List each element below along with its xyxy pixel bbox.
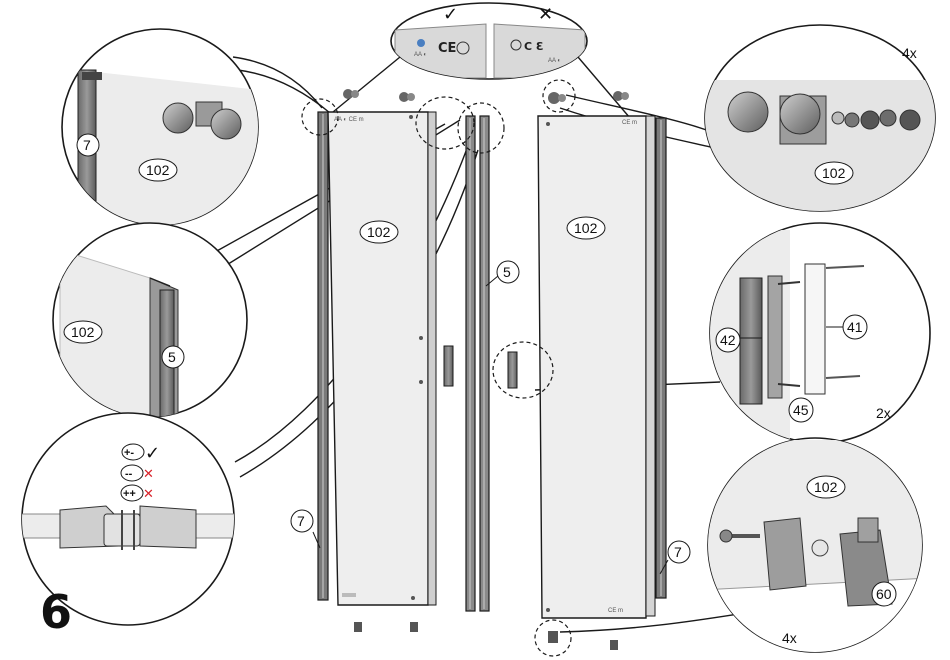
svg-text:C Ɛ: C Ɛ — [524, 40, 544, 53]
polarity-3-result: ✕ — [143, 487, 154, 502]
label-check-callout: AA ◐ CE C Ɛ AA ◐ ✓ ✕ — [390, 2, 588, 80]
label-102-topleft: 102 — [146, 162, 170, 178]
svg-text:CE m: CE m — [622, 120, 637, 126]
top-left-callout: 7 102 — [61, 28, 259, 226]
svg-text:AA ◐: AA ◐ — [548, 58, 561, 64]
qty-handles: 2x — [876, 405, 891, 421]
label-102-hinge: 102 — [822, 165, 846, 181]
label-60: 60 — [876, 586, 892, 602]
label-102-left-panel: 102 — [367, 224, 391, 240]
hinge-callout: 102 4x — [704, 24, 936, 212]
polarity-3: ++ — [123, 488, 136, 500]
svg-text:CE m: CE m — [608, 608, 623, 614]
svg-text:CE: CE — [438, 41, 456, 56]
wrong-mark: ✕ — [538, 4, 553, 25]
left-glass-panel: AA ◐ CE m — [327, 111, 437, 606]
center-seal-strips — [465, 115, 490, 612]
svg-text:AA ◐: AA ◐ — [414, 52, 427, 58]
polarity-2: -- — [125, 468, 133, 480]
main-view-labels: 102 102 5 7 7 — [290, 216, 691, 575]
label-5-midleft: 5 — [168, 349, 176, 365]
polarity-rule-3: ++ ✕ — [120, 484, 154, 502]
polarity-rule-1: +- ✓ — [121, 443, 160, 464]
right-handle — [507, 351, 518, 389]
svg-text:AA ◐ CE m: AA ◐ CE m — [334, 117, 364, 123]
label-7-right: 7 — [674, 544, 682, 560]
label-7-topleft: 7 — [83, 137, 91, 153]
polarity-rule-2: -- ✕ — [120, 464, 154, 482]
detail-markers — [301, 79, 576, 657]
qty-bottom-guides: 4x — [782, 630, 797, 646]
label-102-right-panel: 102 — [574, 220, 598, 236]
label-5-main: 5 — [503, 264, 511, 280]
magnet-polarity-callout: +- ✓ -- ✕ ++ ✕ — [21, 412, 235, 626]
polarity-1-result: ✓ — [145, 443, 160, 464]
polarity-2-result: ✕ — [143, 467, 154, 482]
qty-hinges: 4x — [902, 45, 917, 61]
label-45: 45 — [793, 402, 809, 418]
bottom-guide-callout: 102 60 4x — [707, 437, 923, 653]
right-glass-panel: CE m CE m — [537, 115, 656, 619]
step-number: 6 — [40, 585, 72, 639]
handle-callout: 42 41 45 2x — [709, 222, 931, 444]
label-102-guide: 102 — [814, 479, 838, 495]
correct-mark: ✓ — [443, 4, 458, 25]
label-42: 42 — [720, 332, 736, 348]
label-41: 41 — [847, 319, 863, 335]
hinge-parts-main — [343, 89, 629, 650]
left-handle — [443, 345, 454, 387]
right-wall-profile — [655, 117, 667, 599]
mid-left-callout: 102 5 — [52, 222, 248, 418]
polarity-1: +- — [124, 447, 134, 459]
label-102-midleft: 102 — [71, 324, 95, 340]
label-7-left: 7 — [297, 513, 305, 529]
left-wall-profile — [317, 111, 329, 601]
